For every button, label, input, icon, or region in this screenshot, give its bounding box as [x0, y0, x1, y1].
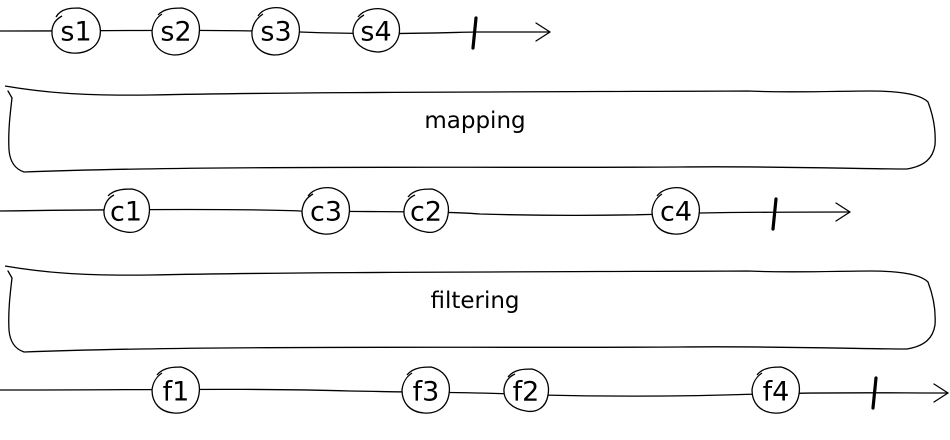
stream-filtered-timeline — [0, 388, 949, 397]
event-bubble: f1 — [151, 366, 201, 414]
event-label: s2 — [160, 17, 191, 48]
event-label: s1 — [60, 17, 91, 48]
stream-mapped-completion-mark — [771, 197, 778, 231]
stream-filtered: f1 f3 f2 f4 — [0, 366, 949, 414]
event-bubble: f4 — [751, 366, 801, 414]
event-bubble: c2 — [403, 188, 450, 234]
event-label: s3 — [260, 17, 291, 48]
stream-source-arrowhead — [535, 22, 551, 42]
event-label: f2 — [513, 377, 540, 408]
stream-filtered-completion-mark — [871, 376, 878, 410]
event-bubble: s2 — [151, 7, 201, 56]
event-label: f1 — [163, 377, 190, 408]
event-label: c3 — [310, 197, 342, 228]
event-bubble: c4 — [651, 187, 701, 235]
event-bubble: s3 — [251, 7, 301, 56]
event-label: c1 — [110, 197, 142, 228]
operator-box-mapping: mapping — [4, 85, 936, 173]
event-label: f4 — [763, 377, 790, 408]
stream-source: s1 s2 s3 s4 — [0, 7, 551, 56]
event-label: s4 — [360, 17, 391, 48]
stream-mapped-timeline — [0, 208, 851, 217]
event-bubble: f2 — [503, 368, 550, 413]
stream-mapped-arrowhead — [835, 202, 851, 222]
event-bubble: c3 — [301, 187, 351, 235]
event-label: f3 — [413, 377, 440, 408]
operator-label: filtering — [430, 288, 519, 314]
stream-filtered-arrowhead — [933, 383, 949, 403]
event-bubble: s1 — [51, 7, 102, 54]
event-label: c2 — [410, 197, 442, 228]
event-bubble: f3 — [401, 366, 451, 414]
event-bubble: c1 — [103, 188, 151, 234]
operator-label: mapping — [424, 108, 525, 134]
operator-box-filtering: filtering — [4, 265, 936, 353]
stream-source-completion-mark — [471, 16, 478, 50]
event-bubble: s4 — [352, 8, 401, 53]
stream-mapped: c1 c3 c2 c4 — [0, 187, 851, 235]
event-label: c4 — [660, 197, 692, 228]
